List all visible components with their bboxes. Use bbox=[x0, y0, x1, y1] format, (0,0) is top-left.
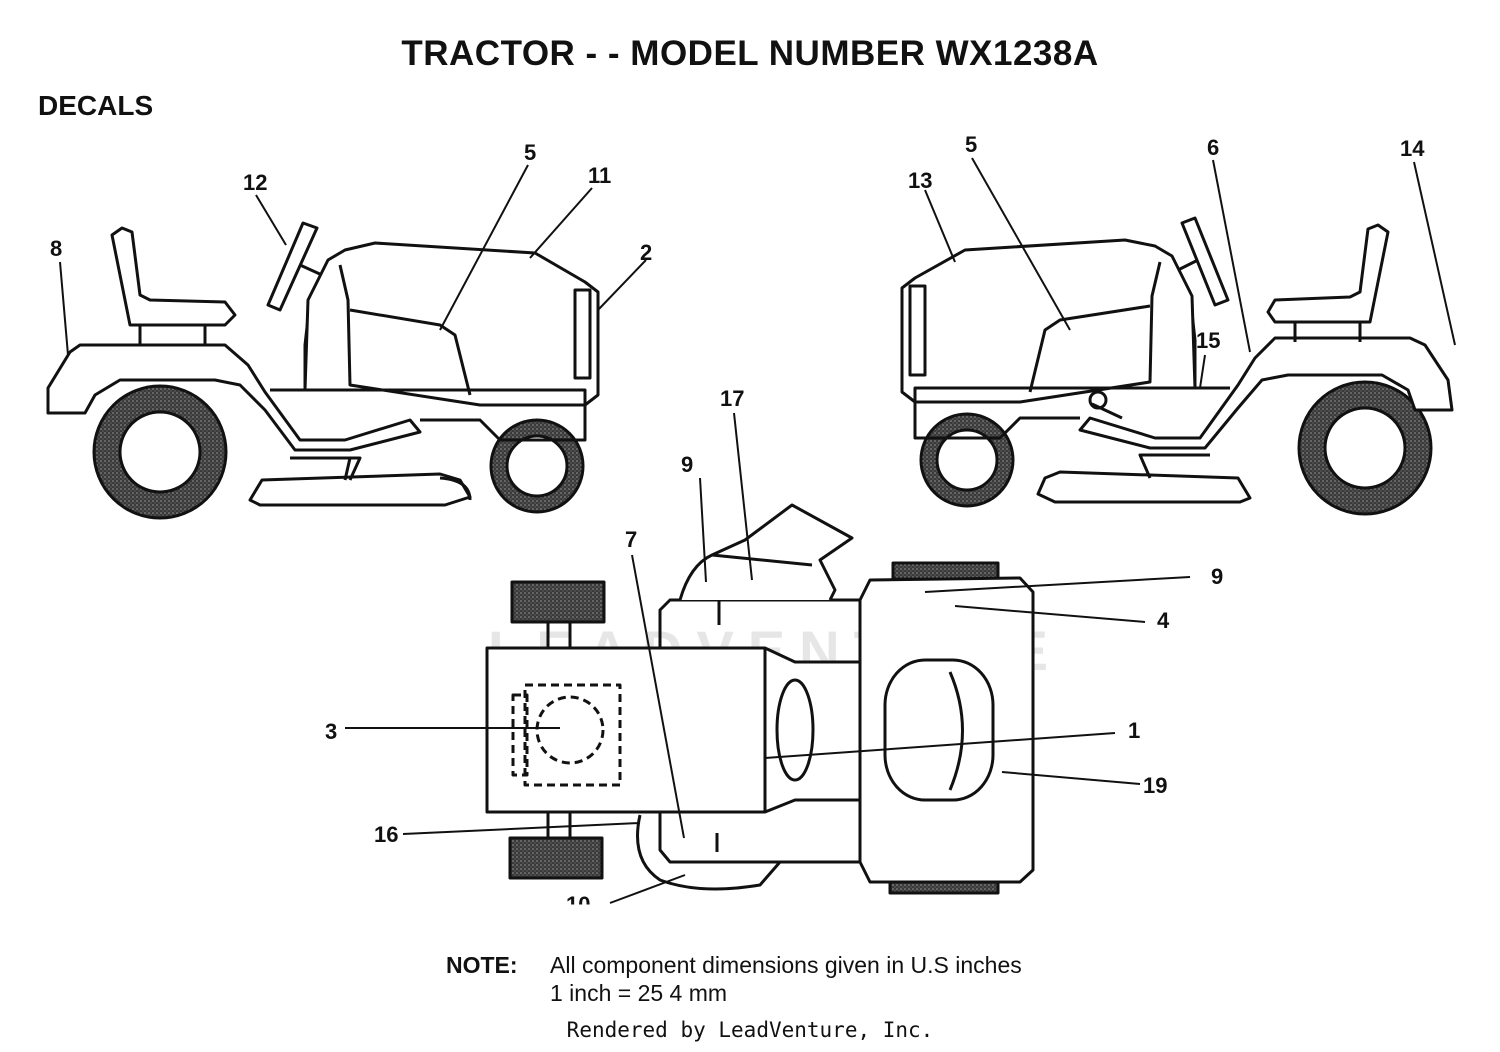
note-label: NOTE: bbox=[446, 952, 518, 978]
hood-right bbox=[900, 238, 1197, 404]
tractor-right-view bbox=[900, 216, 1454, 516]
callout-12: 11 bbox=[588, 163, 611, 188]
note-line-1: All component dimensions given in U.S in… bbox=[550, 952, 1022, 978]
tractor-top-view bbox=[485, 503, 1035, 895]
callout-16: 15 bbox=[1196, 328, 1220, 353]
callout-9: 9 bbox=[1211, 564, 1223, 589]
callout-1: 1 bbox=[1128, 718, 1140, 743]
callout-5-right: 5 bbox=[965, 132, 977, 157]
rear-fender-left bbox=[46, 343, 422, 452]
callout-15: 14 bbox=[1400, 136, 1425, 161]
callout-19: 19 bbox=[1143, 773, 1167, 798]
callout-14: 13 bbox=[908, 168, 932, 193]
callout-8: 8 bbox=[50, 236, 62, 261]
callout-17: 16 bbox=[374, 822, 398, 847]
callout-3: 3 bbox=[325, 719, 337, 744]
leader-lines bbox=[59, 157, 1456, 904]
credit-line: Rendered by LeadVenture, Inc. bbox=[566, 1018, 934, 1042]
callout-6: 6 bbox=[1207, 135, 1219, 160]
callout-5-left: 5 bbox=[524, 140, 536, 165]
front-tire-top-lower bbox=[508, 836, 604, 880]
page-title: TRACTOR - - MODEL NUMBER WX1238A bbox=[401, 34, 1099, 73]
rear-fender-right bbox=[1078, 336, 1454, 450]
callout-7: 7 bbox=[625, 527, 637, 552]
callout-13: 12 bbox=[243, 170, 267, 195]
callout-10: 10 bbox=[566, 892, 590, 917]
mower-deck-left bbox=[248, 472, 472, 507]
section-heading: DECALS bbox=[38, 90, 154, 121]
mower-deck-right bbox=[1036, 470, 1252, 504]
note-line-2: 1 inch = 25 4 mm bbox=[550, 980, 728, 1006]
callout-11: 9 bbox=[681, 452, 693, 477]
callout-2: 2 bbox=[640, 240, 652, 265]
callout-numbers: 12 8 5 11 2 13 5 6 14 15 17 9 7 9 4 3 1 … bbox=[50, 132, 1425, 917]
callout-18: 17 bbox=[720, 386, 744, 411]
callout-4: 4 bbox=[1157, 608, 1170, 633]
front-tire-top-upper bbox=[510, 580, 606, 624]
tractor-left-view bbox=[46, 221, 600, 520]
hood-left bbox=[303, 241, 600, 407]
